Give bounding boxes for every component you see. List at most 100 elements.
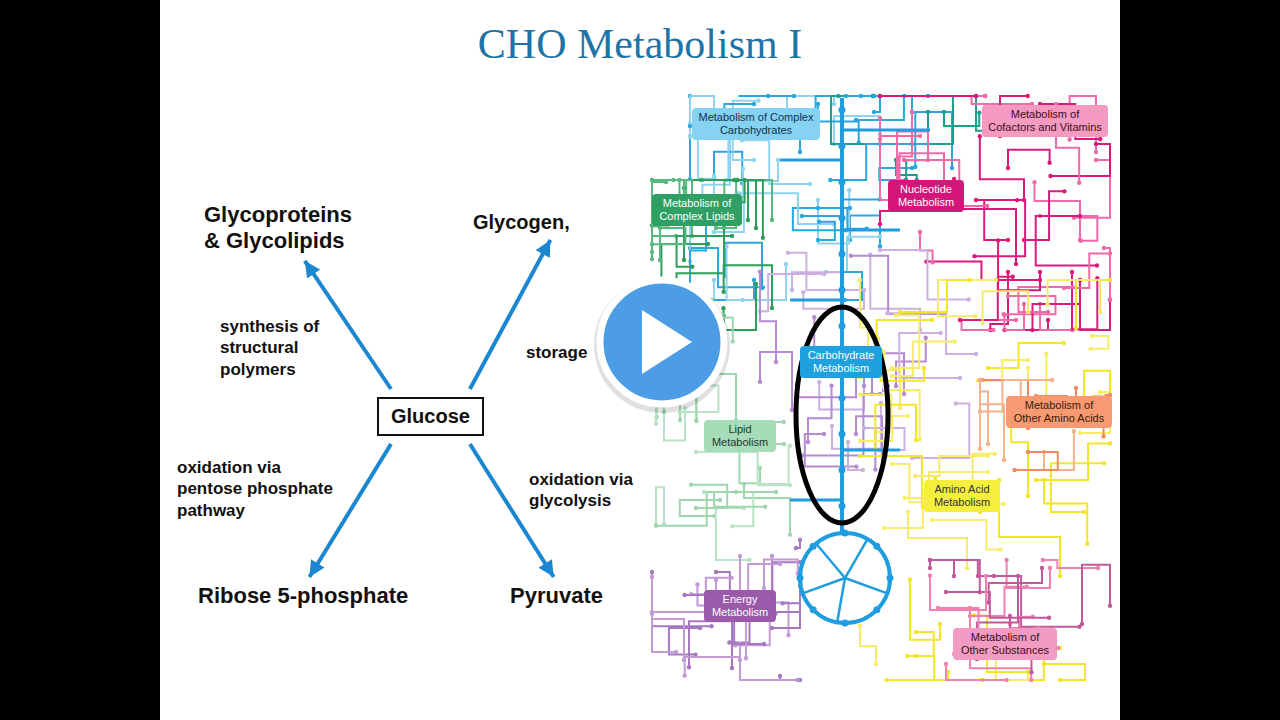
metabolite-dot bbox=[906, 510, 910, 514]
metabolite-dot bbox=[858, 393, 862, 397]
metabolite-dot bbox=[953, 339, 957, 343]
metabolite-dot bbox=[890, 462, 894, 466]
metabolite-dot bbox=[766, 94, 770, 98]
pathway-line bbox=[739, 193, 834, 224]
metabolite-dot bbox=[938, 622, 942, 626]
metabolite-dot bbox=[1038, 270, 1042, 274]
cycle-spoke bbox=[816, 544, 845, 578]
metabolite-dot bbox=[861, 468, 865, 472]
metabolite-dot bbox=[894, 384, 898, 388]
pathway-line bbox=[652, 228, 686, 244]
pathway-line bbox=[1076, 280, 1110, 328]
node-text: Pyruvate bbox=[510, 583, 603, 609]
metabolite-dot bbox=[1006, 270, 1010, 274]
metabolite-dot bbox=[806, 440, 810, 444]
metabolite-dot bbox=[816, 102, 820, 106]
metabolite-dot bbox=[930, 318, 934, 322]
metabolite-dot bbox=[1040, 566, 1044, 570]
metabolite-dot bbox=[839, 395, 846, 402]
spine-branch bbox=[842, 129, 930, 132]
metabolite-dot bbox=[1058, 574, 1062, 578]
metabolite-dot bbox=[1046, 310, 1050, 314]
metabolite-dot bbox=[801, 290, 805, 294]
metabolite-dot bbox=[842, 620, 849, 627]
metabolite-dot bbox=[706, 242, 710, 246]
metabolite-dot bbox=[1026, 494, 1030, 498]
metabolite-dot bbox=[682, 593, 686, 597]
metabolite-dot bbox=[1070, 270, 1074, 274]
metabolite-dot bbox=[1078, 431, 1082, 435]
pathway-line bbox=[723, 284, 756, 330]
pathway-line bbox=[685, 644, 740, 676]
metabolite-dot bbox=[1080, 622, 1084, 626]
metabolite-dot bbox=[781, 420, 785, 424]
pathway-line bbox=[1011, 423, 1028, 496]
map-category-box: Nucleotide Metabolism bbox=[888, 180, 964, 212]
metabolite-dot bbox=[858, 278, 862, 282]
node-text: Carbohydrate Metabolism bbox=[805, 349, 877, 375]
metabolite-dot bbox=[730, 666, 734, 670]
pathway-line bbox=[875, 405, 916, 449]
play-button bbox=[594, 277, 730, 413]
metabolite-dot bbox=[839, 467, 846, 474]
metabolite-dot bbox=[1098, 390, 1102, 394]
metabolite-dot bbox=[878, 94, 882, 98]
node-text: Metabolism of Cofactors and Vitamins bbox=[987, 108, 1103, 134]
metabolite-dot bbox=[1094, 150, 1098, 154]
cycle-spoke bbox=[803, 578, 845, 593]
metabolite-dot bbox=[1108, 297, 1112, 301]
metabolite-dot bbox=[658, 226, 662, 230]
metabolite-dot bbox=[986, 600, 990, 604]
metabolite-dot bbox=[790, 288, 794, 292]
pathway-line bbox=[714, 280, 743, 300]
metabolite-dot bbox=[770, 218, 774, 222]
metabolite-dot bbox=[1014, 318, 1018, 322]
metabolite-dot bbox=[1002, 458, 1006, 462]
pathway-line bbox=[946, 592, 1049, 618]
metabolite-dot bbox=[1101, 434, 1105, 438]
metabolite-dot bbox=[966, 297, 970, 301]
metabolite-dot bbox=[792, 94, 796, 98]
pathway-line bbox=[880, 250, 969, 300]
metabolite-dot bbox=[839, 215, 846, 222]
metabolite-dot bbox=[878, 116, 882, 120]
metabolite-dot bbox=[986, 366, 990, 370]
pathway-line bbox=[930, 576, 986, 611]
spine-branch bbox=[842, 229, 900, 232]
metabolite-dot bbox=[694, 419, 698, 423]
metabolite-dot bbox=[650, 257, 654, 261]
pathway-line bbox=[856, 416, 882, 470]
metabolite-dot bbox=[839, 503, 846, 510]
metabolite-dot bbox=[862, 384, 866, 388]
metabolite-dot bbox=[650, 178, 654, 182]
pathway-line bbox=[980, 391, 988, 448]
metabolite-dot bbox=[687, 665, 691, 669]
metabolite-dot bbox=[778, 562, 782, 566]
metabolite-dot bbox=[810, 543, 817, 550]
metabolite-dot bbox=[978, 378, 982, 382]
metabolite-dot bbox=[795, 678, 799, 682]
metabolite-dot bbox=[938, 331, 942, 335]
metabolite-dot bbox=[858, 439, 862, 443]
metabolite-dot bbox=[729, 575, 733, 579]
metabolite-dot bbox=[928, 566, 932, 570]
metabolite-dot bbox=[917, 437, 921, 441]
metabolite-dot bbox=[744, 656, 748, 660]
metabolite-dot bbox=[978, 447, 982, 451]
metabolite-dot bbox=[730, 234, 734, 238]
node-text: Nucleotide Metabolism bbox=[893, 183, 959, 209]
metabolite-dot bbox=[658, 258, 662, 262]
metabolite-dot bbox=[862, 288, 866, 292]
metabolite-dot bbox=[1074, 386, 1078, 390]
pathway-line bbox=[980, 380, 1004, 460]
pathway-line bbox=[870, 255, 920, 330]
map-category-box: Amino Acid Metabolism bbox=[924, 480, 1000, 512]
pathway-line bbox=[760, 352, 792, 410]
pathway-line bbox=[714, 492, 776, 507]
pathway-line bbox=[946, 664, 1007, 680]
metabolite-dot bbox=[654, 523, 658, 527]
spine-branch bbox=[790, 299, 842, 302]
node-text: Glucose bbox=[391, 405, 470, 428]
metabolite-dot bbox=[1098, 310, 1102, 314]
metabolite-dot bbox=[1085, 542, 1089, 546]
